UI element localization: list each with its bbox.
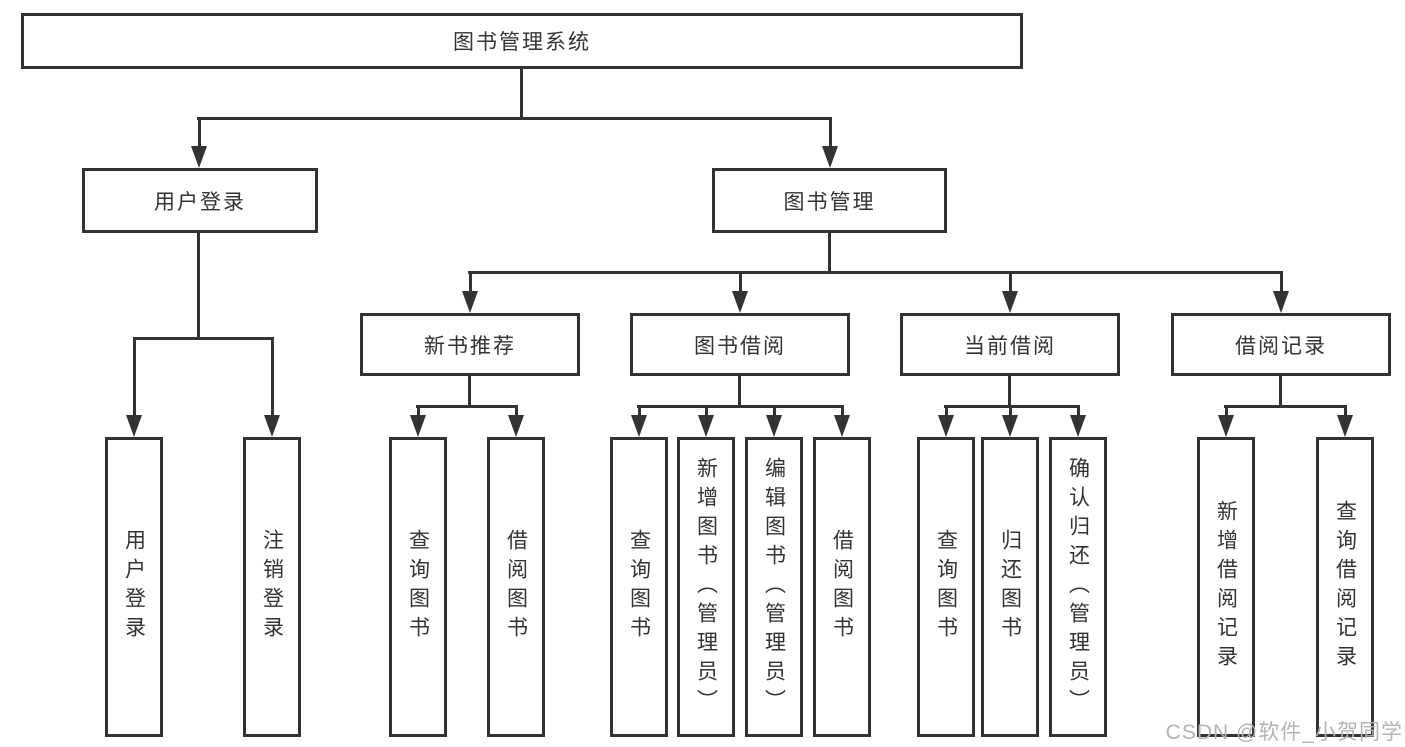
- connector-horizontal-line: [133, 337, 274, 340]
- node-label: 用户登录: [122, 529, 146, 645]
- node-label: 借阅记录: [1235, 334, 1327, 358]
- node-label: 新增借阅记录: [1214, 500, 1238, 674]
- connector-arrow-shaft: [514, 405, 518, 417]
- connector-arrow-shaft: [1224, 405, 1228, 417]
- csdn-watermark: CSDN @软件_小贺同学: [1165, 721, 1403, 744]
- node-label: 图书管理: [783, 190, 876, 214]
- arrow-down-icon: [1337, 415, 1353, 437]
- connector-arrow-shaft: [468, 271, 472, 293]
- node-library-management-system: 图书管理系统: [21, 13, 1023, 69]
- connector-horizontal-line: [637, 405, 844, 408]
- connector-vertical-line: [738, 376, 741, 407]
- node-label: 查询图书: [627, 529, 651, 645]
- arrow-down-icon: [822, 146, 838, 168]
- connector-horizontal-line: [1224, 405, 1347, 408]
- arrow-down-icon: [766, 415, 782, 437]
- connector-arrow-shaft: [738, 271, 742, 293]
- connector-arrow-shaft: [1279, 271, 1283, 293]
- node-label: 新书推荐: [424, 334, 516, 358]
- connector-arrow-shaft: [840, 405, 844, 417]
- connector-arrow-shaft: [270, 337, 274, 417]
- arrow-down-icon: [508, 415, 524, 437]
- node-label: 借阅图书: [504, 529, 528, 645]
- connector-horizontal-line: [944, 405, 1080, 408]
- arrow-down-icon: [938, 415, 954, 437]
- node-label: 查询借阅记录: [1333, 500, 1357, 674]
- arrow-down-icon: [834, 415, 850, 437]
- node-label: 图书借阅: [694, 334, 786, 358]
- arrow-down-icon: [698, 415, 714, 437]
- connector-arrow-shaft: [197, 117, 201, 148]
- node-label: 图书管理系统: [453, 31, 591, 54]
- arrow-down-icon: [264, 415, 280, 437]
- node-label: 确认归还（管理员）: [1066, 456, 1090, 718]
- leaf-confirm-return-admin: 确认归还（管理员）: [1049, 437, 1107, 737]
- node-label: 查询图书: [406, 529, 430, 645]
- node-book-management: 图书管理: [712, 168, 947, 233]
- connector-arrow-shaft: [1008, 405, 1012, 417]
- connector-horizontal-line: [468, 271, 1283, 274]
- connector-arrow-shaft: [1076, 405, 1080, 417]
- arrow-down-icon: [462, 291, 478, 313]
- leaf-borrow-books: 借阅图书: [813, 437, 871, 737]
- leaf-query-books-borrow: 查询图书: [610, 437, 668, 737]
- leaf-return-book: 归还图书: [981, 437, 1039, 737]
- arrow-down-icon: [1218, 415, 1234, 437]
- node-borrowing-records: 借阅记录: [1171, 313, 1391, 376]
- arrow-down-icon: [410, 415, 426, 437]
- connector-horizontal-line: [416, 405, 518, 408]
- connector-vertical-line: [1279, 376, 1282, 407]
- connector-vertical-line: [197, 233, 200, 339]
- node-label: 用户登录: [154, 190, 246, 214]
- leaf-borrow-books-recommend: 借阅图书: [487, 437, 545, 737]
- arrow-down-icon: [732, 291, 748, 313]
- connector-arrow-shaft: [704, 405, 708, 417]
- connector-horizontal-line: [197, 117, 832, 120]
- connector-arrow-shaft: [1008, 271, 1012, 293]
- node-new-book-recommendation: 新书推荐: [360, 313, 580, 376]
- connector-arrow-shaft: [772, 405, 776, 417]
- connector-vertical-line: [468, 376, 471, 407]
- node-label: 借阅图书: [830, 529, 854, 645]
- node-label: 归还图书: [998, 529, 1022, 645]
- arrow-down-icon: [1002, 291, 1018, 313]
- leaf-query-borrow-record: 查询借阅记录: [1316, 437, 1374, 737]
- connector-arrow-shaft: [132, 337, 136, 417]
- arrow-down-icon: [1002, 415, 1018, 437]
- node-user-login: 用户登录: [82, 168, 318, 233]
- arrow-down-icon: [126, 415, 142, 437]
- connector-vertical-line: [520, 69, 523, 119]
- node-label: 新增图书（管理员）: [694, 456, 718, 718]
- node-current-borrowing: 当前借阅: [900, 313, 1120, 376]
- node-label: 当前借阅: [964, 334, 1056, 358]
- connector-arrow-shaft: [828, 117, 832, 148]
- connector-arrow-shaft: [637, 405, 641, 417]
- connector-arrow-shaft: [1343, 405, 1347, 417]
- arrow-down-icon: [631, 415, 647, 437]
- leaf-query-books-current: 查询图书: [917, 437, 975, 737]
- arrow-down-icon: [1070, 415, 1086, 437]
- connector-arrow-shaft: [416, 405, 420, 417]
- leaf-add-borrow-record: 新增借阅记录: [1197, 437, 1255, 737]
- leaf-add-book-admin: 新增图书（管理员）: [677, 437, 735, 737]
- leaf-edit-book-admin: 编辑图书（管理员）: [745, 437, 803, 737]
- connector-vertical-line: [1008, 376, 1011, 407]
- node-label: 查询图书: [934, 529, 958, 645]
- arrow-down-icon: [1273, 291, 1289, 313]
- leaf-logout: 注销登录: [243, 437, 301, 737]
- leaf-user-login: 用户登录: [105, 437, 163, 737]
- connector-arrow-shaft: [944, 405, 948, 417]
- leaf-query-books-recommend: 查询图书: [389, 437, 447, 737]
- node-label: 编辑图书（管理员）: [762, 456, 786, 718]
- connector-vertical-line: [828, 233, 831, 273]
- arrow-down-icon: [191, 146, 207, 168]
- node-label: 注销登录: [260, 529, 284, 645]
- node-book-borrowing: 图书借阅: [630, 313, 850, 376]
